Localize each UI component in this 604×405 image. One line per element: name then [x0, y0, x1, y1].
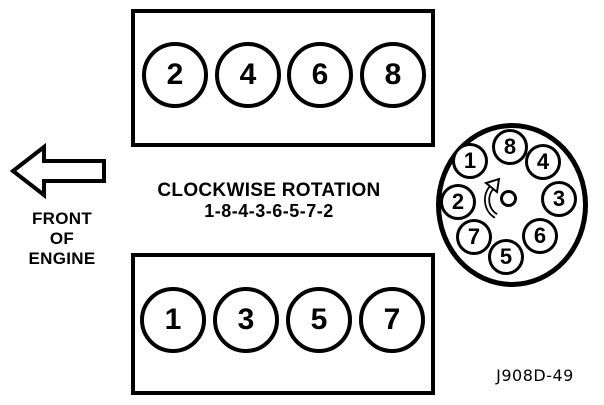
cylinder-number: 3 [237, 303, 255, 336]
cylinder-circle: 5 [286, 287, 352, 353]
terminal-number: 2 [451, 189, 465, 214]
distributor-terminal: 6 [522, 218, 558, 254]
distributor-terminal: 2 [440, 184, 476, 220]
rotation-caption: CLOCKWISE ROTATION 1-8-4-3-6-5-7-2 [134, 180, 404, 222]
front-of-engine-line: FRONT [31, 209, 93, 228]
cylinder-number: 8 [384, 58, 402, 91]
cylinder-number: 1 [164, 303, 182, 336]
rotation-label: CLOCKWISE ROTATION [157, 180, 381, 201]
distributor-terminal: 8 [492, 129, 528, 165]
cylinder-circle: 2 [142, 42, 208, 108]
cylinder-circle: 8 [360, 42, 426, 108]
distributor-terminal: 7 [456, 219, 492, 255]
terminal-number: 8 [503, 134, 517, 159]
cylinder-circle: 6 [287, 42, 353, 108]
cylinder-circle: 7 [359, 287, 425, 353]
terminal-number: 4 [536, 149, 550, 174]
figure-id-label: J908D-49 [496, 366, 574, 385]
cylinder-number: 6 [311, 58, 329, 91]
cylinder-number: 4 [239, 58, 257, 91]
cylinder-circle: 4 [215, 42, 281, 108]
front-of-engine-line: ENGINE [28, 249, 96, 268]
cylinder-number: 2 [166, 58, 184, 91]
terminal-number: 5 [499, 244, 513, 269]
distributor-center-post [500, 190, 517, 207]
cylinder-circle: 3 [213, 287, 279, 353]
cylinder-circle: 1 [140, 287, 206, 353]
distributor-terminal: 1 [452, 143, 488, 179]
front-of-engine-line: OF [49, 229, 75, 248]
terminal-number: 6 [533, 223, 547, 248]
terminal-number: 3 [552, 186, 566, 211]
distributor-terminal: 5 [488, 239, 524, 275]
front-of-engine-label: FRONT OF ENGINE [7, 209, 117, 269]
cylinder-number: 5 [310, 303, 328, 336]
cylinder-number: 7 [383, 303, 401, 336]
distributor-terminal: 4 [525, 144, 561, 180]
firing-order-text: 1-8-4-3-6-5-7-2 [204, 201, 334, 221]
distributor-terminal: 3 [541, 181, 577, 217]
terminal-number: 7 [467, 224, 481, 249]
terminal-number: 1 [463, 148, 477, 173]
